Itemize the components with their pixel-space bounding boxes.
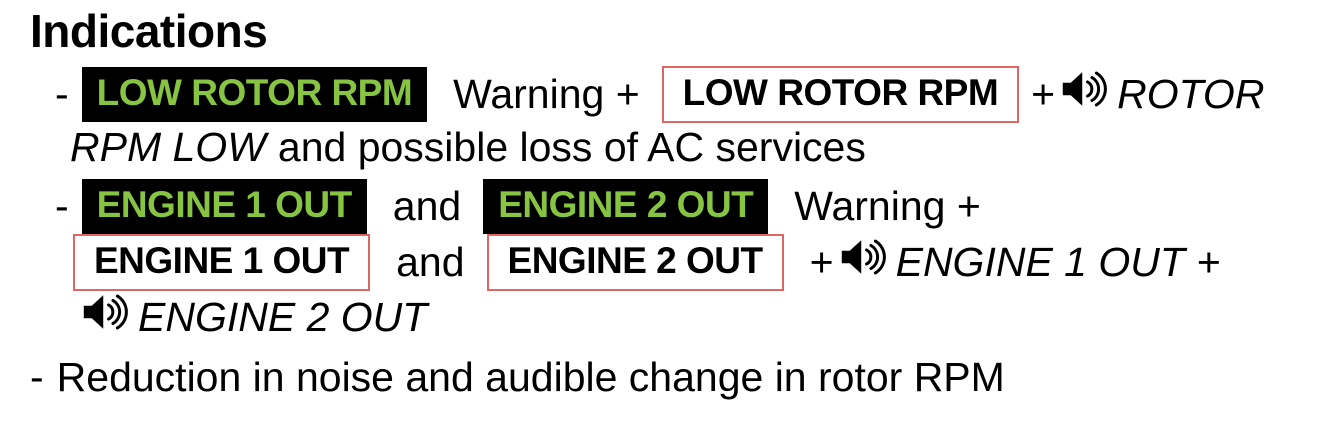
plus-text: + <box>1196 238 1221 285</box>
warning-plus-text: Warning + <box>794 182 981 229</box>
bullet-engines-line2: ENGINE 1 OUT and ENGINE 2 OUT + ENGINE 1… <box>73 234 1221 291</box>
plus-text: + <box>809 238 834 285</box>
speaker-audio-icon <box>82 292 128 342</box>
bullet-dash: - <box>55 182 69 229</box>
bullet-low-rotor-line1: - LOW ROTOR RPM Warning + LOW ROTOR RPM … <box>55 66 1264 123</box>
voice-callout-rpm-low: RPM LOW <box>70 124 266 170</box>
page-title: Indications <box>30 5 268 57</box>
warning-plus-text: Warning + <box>453 70 640 117</box>
engine-1-out-alert-box: ENGINE 1 OUT <box>73 234 371 291</box>
low-rotor-rpm-alert-box: LOW ROTOR RPM <box>661 66 1020 123</box>
bullet-low-rotor-line2: RPM LOW and possible loss of AC services <box>70 124 866 171</box>
speaker-audio-icon <box>1061 69 1107 119</box>
bullet-engines-line1: - ENGINE 1 OUT and ENGINE 2 OUT Warning … <box>55 179 981 234</box>
bullet-dash: - <box>30 354 44 400</box>
engine-2-out-warning-badge: ENGINE 2 OUT <box>483 179 769 234</box>
and-text: and <box>396 238 465 285</box>
and-text: and <box>392 182 462 229</box>
bullet-dash: - <box>55 70 69 117</box>
speaker-audio-icon <box>840 237 886 287</box>
voice-callout-engine-1-out: ENGINE 1 OUT <box>895 238 1185 285</box>
bullet-text: and possible loss of AC services <box>277 124 866 170</box>
plus-text: + <box>1031 70 1056 117</box>
voice-callout-engine-2-out: ENGINE 2 OUT <box>138 293 428 340</box>
bullet-text: Reduction in noise and audible change in… <box>56 354 1005 400</box>
voice-callout-rotor: ROTOR <box>1117 70 1265 117</box>
engine-1-out-warning-badge: ENGINE 1 OUT <box>81 179 367 234</box>
engine-2-out-alert-box: ENGINE 2 OUT <box>486 234 784 291</box>
low-rotor-rpm-warning-badge: LOW ROTOR RPM <box>81 67 428 122</box>
bullet-engines-line3: ENGINE 2 OUT <box>82 292 427 342</box>
bullet-noise-reduction: - Reduction in noise and audible change … <box>30 354 1005 401</box>
